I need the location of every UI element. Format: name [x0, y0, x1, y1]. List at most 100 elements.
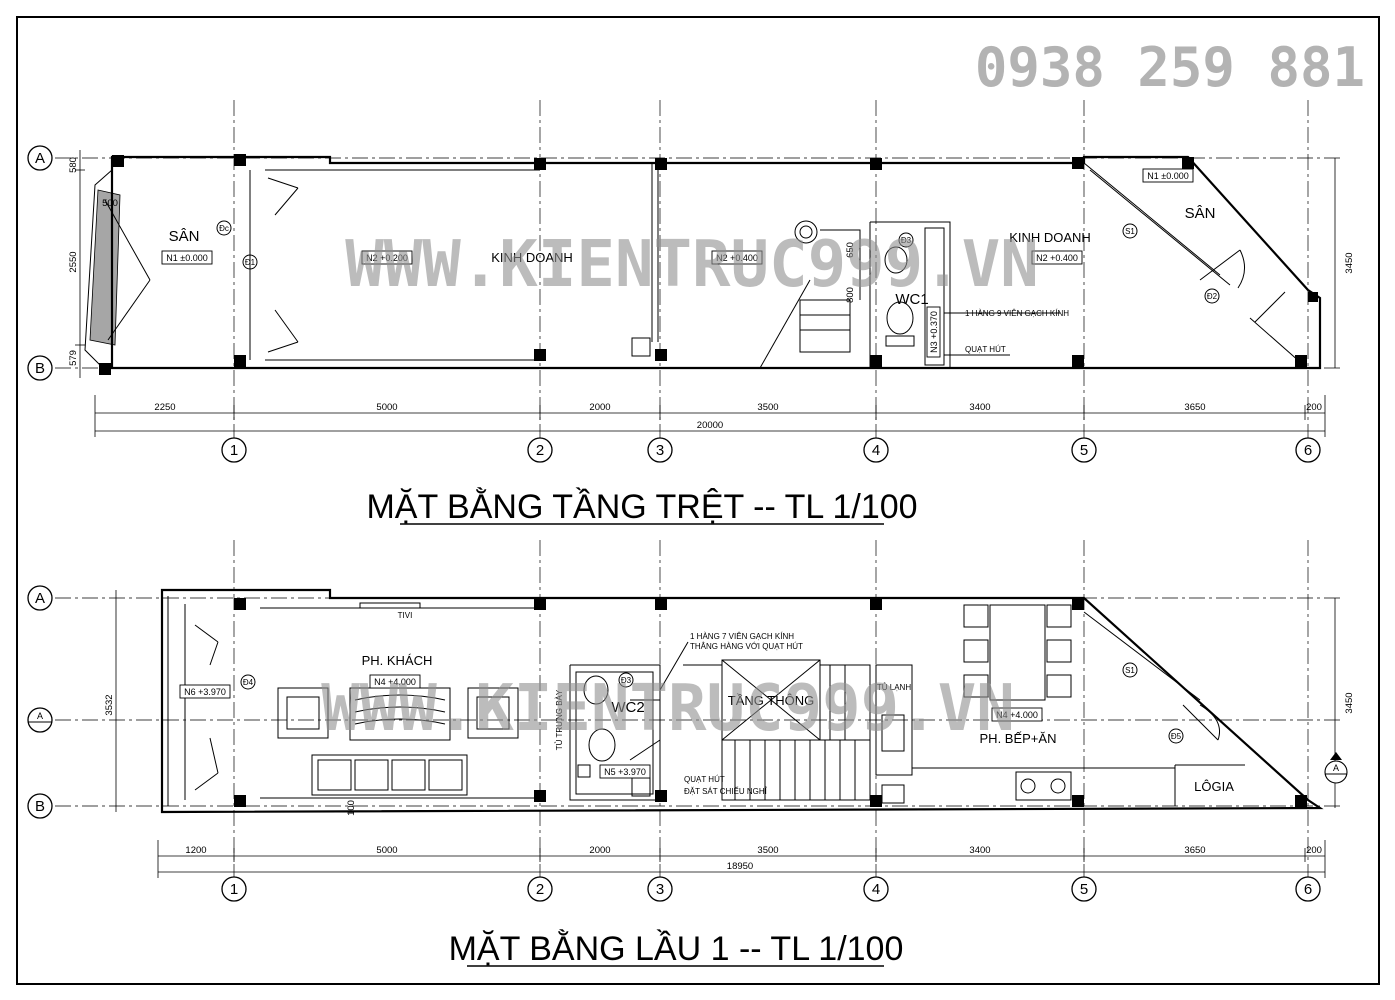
level-tag: N4 +4.000: [374, 677, 416, 687]
level-tag: N2 +0.200: [366, 253, 408, 263]
label-tivi: TIVI: [398, 611, 413, 620]
bottom-dim: 3500: [757, 402, 778, 413]
bottom-dim: 2000: [589, 845, 610, 856]
room-label-tang-thong: TẦNG THÔNG: [728, 693, 814, 708]
door-tag: S1: [1125, 227, 1135, 236]
door-tag: Đ2: [1207, 292, 1218, 301]
axis-col-label: 3: [656, 442, 664, 459]
ground-floor-plan: SÂN KINH DOANH KINH DOANH WC1 SÂN N1 ±0.…: [27, 100, 1355, 526]
level-tag: N5 +3.970: [604, 767, 646, 777]
room-label-kinh-doanh-1: KINH DOANH: [491, 250, 573, 265]
room-label-bep-an: PH. BẾP+ĂN: [980, 731, 1057, 746]
door-tag: Đ3: [901, 236, 912, 245]
wc2-fixtures: [577, 675, 616, 778]
total-dim: 20000: [697, 420, 723, 431]
label-tu-trung-bay: TỦ TRƯNG BÀY: [555, 689, 564, 750]
level-tags: N6 +3.970 N4 +4.000 N5 +3.970 N4 +4.000: [179, 674, 1043, 779]
axis-row-label: B: [35, 798, 45, 815]
bottom-dim: 5000: [376, 402, 397, 413]
doors: [194, 624, 1220, 791]
door-tags: Đ4 Đ3 S1 Đ5: [240, 662, 1184, 744]
total-dim: 18950: [727, 861, 753, 872]
level-tags: N1 ±0.000 N2 +0.200 N2 +0.400 N2 +0.400 …: [161, 168, 1194, 358]
level-tag: N2 +0.400: [1036, 253, 1078, 263]
columns: [234, 598, 1307, 807]
axis-col-label: 6: [1304, 881, 1312, 898]
axis-col-label: 1: [230, 881, 238, 898]
room-label-san-right: SÂN: [1185, 205, 1216, 222]
axis-row-label: B: [35, 360, 45, 377]
room-label-kinh-doanh-2: KINH DOANH: [1009, 230, 1091, 245]
bottom-dim: 2250: [154, 402, 175, 413]
bottom-dim: 3400: [969, 402, 990, 413]
room-label-wc1: WC1: [895, 291, 928, 308]
door-tag: S1: [1125, 666, 1135, 675]
door-tag: Đ5: [1171, 732, 1182, 741]
door-tag: Đ4: [243, 678, 254, 687]
right-dim: 3450: [1344, 692, 1355, 713]
left-dim: 500: [102, 198, 118, 209]
bottom-dim: 3650: [1184, 845, 1205, 856]
axis-col-label: 4: [872, 442, 880, 459]
left-dim: 100: [346, 800, 357, 816]
level-tag: N2 +0.400: [716, 253, 758, 263]
room-label-wc2: WC2: [611, 699, 644, 716]
plan-title-ground-floor: MẶT BẰNG TẦNG TRỆT -- TL 1/100: [366, 488, 917, 526]
door-tag: Đ3: [621, 676, 632, 685]
watermark: WWW.KIENTRUC999.VN: [345, 228, 1039, 302]
bottom-dim: 2000: [589, 402, 610, 413]
left-dim: 3532: [104, 694, 115, 715]
section-mark: A: [1333, 763, 1339, 773]
note-align-fan: THẲNG HÀNG VỚI QUẠT HÚT: [690, 642, 803, 651]
door-tag: Đ1: [245, 258, 256, 267]
axis-col-label: 2: [536, 881, 544, 898]
right-dim: 3450: [1344, 252, 1355, 273]
axis-col-label: 2: [536, 442, 544, 459]
level-tag: N4 +4.000: [996, 710, 1038, 720]
watermark: WWW.KIENTRUC999.VN: [321, 672, 1015, 746]
note-exhaust-fan: QUẠT HÚT: [684, 775, 725, 784]
axis-col-label: 1: [230, 442, 238, 459]
level-tag: N1 ±0.000: [166, 253, 207, 263]
left-dim: 2550: [68, 251, 79, 272]
axis-col-label: 3: [656, 881, 664, 898]
left-dim: 580: [68, 157, 79, 173]
left-dimensions: 580 2550 579 500: [68, 150, 118, 378]
living-furniture: [277, 602, 519, 796]
level-tag: N3 +0.370: [929, 311, 939, 353]
kitchen-furniture: [875, 604, 1072, 801]
label-tu-lanh: TỦ LẠNH: [877, 683, 911, 692]
level-tag: N6 +3.970: [184, 687, 226, 697]
bottom-dim: 1200: [185, 845, 206, 856]
level-tag: N1 ±0.000: [1147, 171, 1188, 181]
axis-bubbles: A B 1 2 3 4 5 6: [27, 145, 1321, 463]
room-label-logia: LÔGIA: [1194, 779, 1234, 794]
note-glass-brick: 1 HÀNG 7 VIÊN GẠCH KÍNH: [690, 632, 794, 641]
sheet-border: [16, 16, 1380, 985]
bottom-dim: 3500: [757, 845, 778, 856]
room-label-phong-khach: PH. KHÁCH: [362, 653, 433, 668]
axis-row-label: A: [37, 711, 43, 721]
plan-title-first-floor: MẶT BẰNG LẦU 1 -- TL 1/100: [449, 930, 904, 968]
bottom-dimensions: 2250 5000 2000 3500 3400 3650 200 20000: [94, 395, 1326, 437]
axis-col-label: 5: [1080, 442, 1088, 459]
entry-steps: [84, 169, 151, 366]
bottom-dim: 200: [1306, 845, 1322, 856]
stair-dim: 650: [845, 242, 856, 258]
phone-number: 0938 259 881: [975, 36, 1365, 99]
axis-col-label: 6: [1304, 442, 1312, 459]
door-tags: Đc Đ1 Đ3 S1 Đ2: [216, 220, 1220, 304]
axis-col-label: 5: [1080, 881, 1088, 898]
room-label-san-left: SÂN: [169, 228, 200, 245]
axis-row-label: A: [35, 150, 45, 167]
stair-dim: 800: [845, 287, 856, 303]
bottom-dimensions: 1200 5000 2000 3500 3400 3650 200 18950: [157, 840, 1326, 878]
left-dim: 579: [68, 350, 79, 366]
bottom-dim: 3650: [1184, 402, 1205, 413]
bottom-dim: 200: [1306, 402, 1322, 413]
doors: [267, 177, 1286, 353]
door-tag: Đc: [219, 224, 229, 233]
bottom-dim: 5000: [376, 845, 397, 856]
first-floor-plan: PH. KHÁCH WC2 TẦNG THÔNG PH. BẾP+ĂN LÔGI…: [27, 540, 1355, 968]
